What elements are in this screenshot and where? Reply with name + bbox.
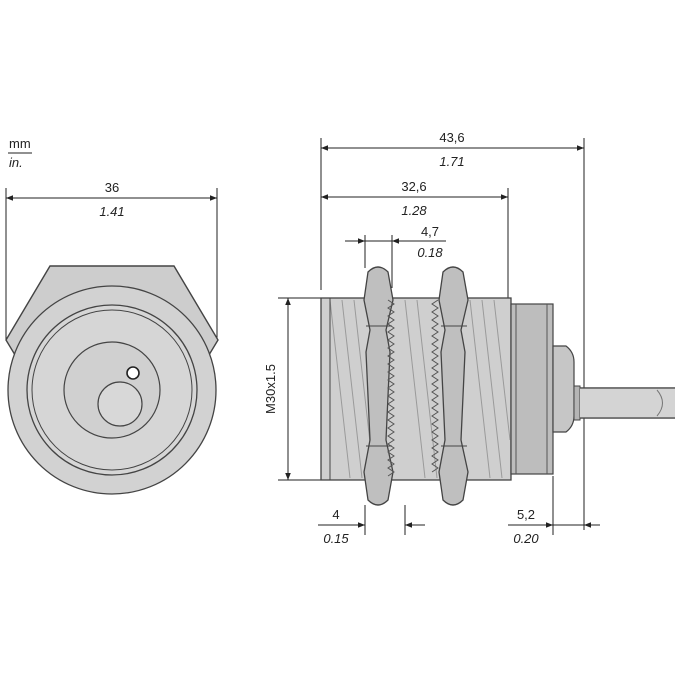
rear-length-in: 0.20 [513, 531, 539, 546]
nut-thickness-in: 0.18 [417, 245, 443, 260]
side-view: 43,6 1.71 32,6 1.28 4,7 0.18 M30x1.5 [263, 130, 675, 546]
unit-inch-label: in. [9, 155, 23, 170]
front-view: 36 1.41 [5, 180, 219, 495]
cable-gland [552, 345, 575, 433]
threaded-length-dimension: 32,6 1.28 [321, 179, 508, 218]
nut-offset-dimension: 4 0.15 [318, 507, 425, 546]
overall-length-mm: 43,6 [439, 130, 464, 145]
led-indicator-icon [126, 366, 140, 380]
threaded-length-mm: 32,6 [401, 179, 426, 194]
overall-length-dimension: 43,6 1.71 [321, 130, 584, 169]
nut-offset-in: 0.15 [323, 531, 349, 546]
units-legend: mm in. [8, 136, 32, 170]
nut-thickness-mm: 4,7 [421, 224, 439, 239]
rear-length-mm: 5,2 [517, 507, 535, 522]
lock-nut-front [363, 266, 395, 506]
front-diameter-in: 1.41 [99, 204, 124, 219]
front-diameter-dimension: 36 1.41 [5, 180, 218, 340]
lock-nut-rear [431, 266, 469, 506]
sensing-element [97, 381, 143, 427]
threaded-length-in: 1.28 [401, 203, 427, 218]
front-diameter-mm: 36 [105, 180, 119, 195]
nut-thickness-dimension: 4,7 0.18 [345, 224, 446, 260]
front-inner-ring [31, 309, 193, 471]
thread-diameter-dimension: M30x1.5 [263, 297, 321, 481]
threaded-barrel [320, 297, 512, 481]
thread-size-label: M30x1.5 [263, 364, 278, 414]
overall-length-in: 1.71 [439, 154, 464, 169]
unit-mm-label: mm [9, 136, 31, 151]
cable [580, 388, 675, 418]
nut-offset-mm: 4 [332, 507, 339, 522]
rear-length-dimension: 5,2 0.20 [508, 507, 600, 546]
